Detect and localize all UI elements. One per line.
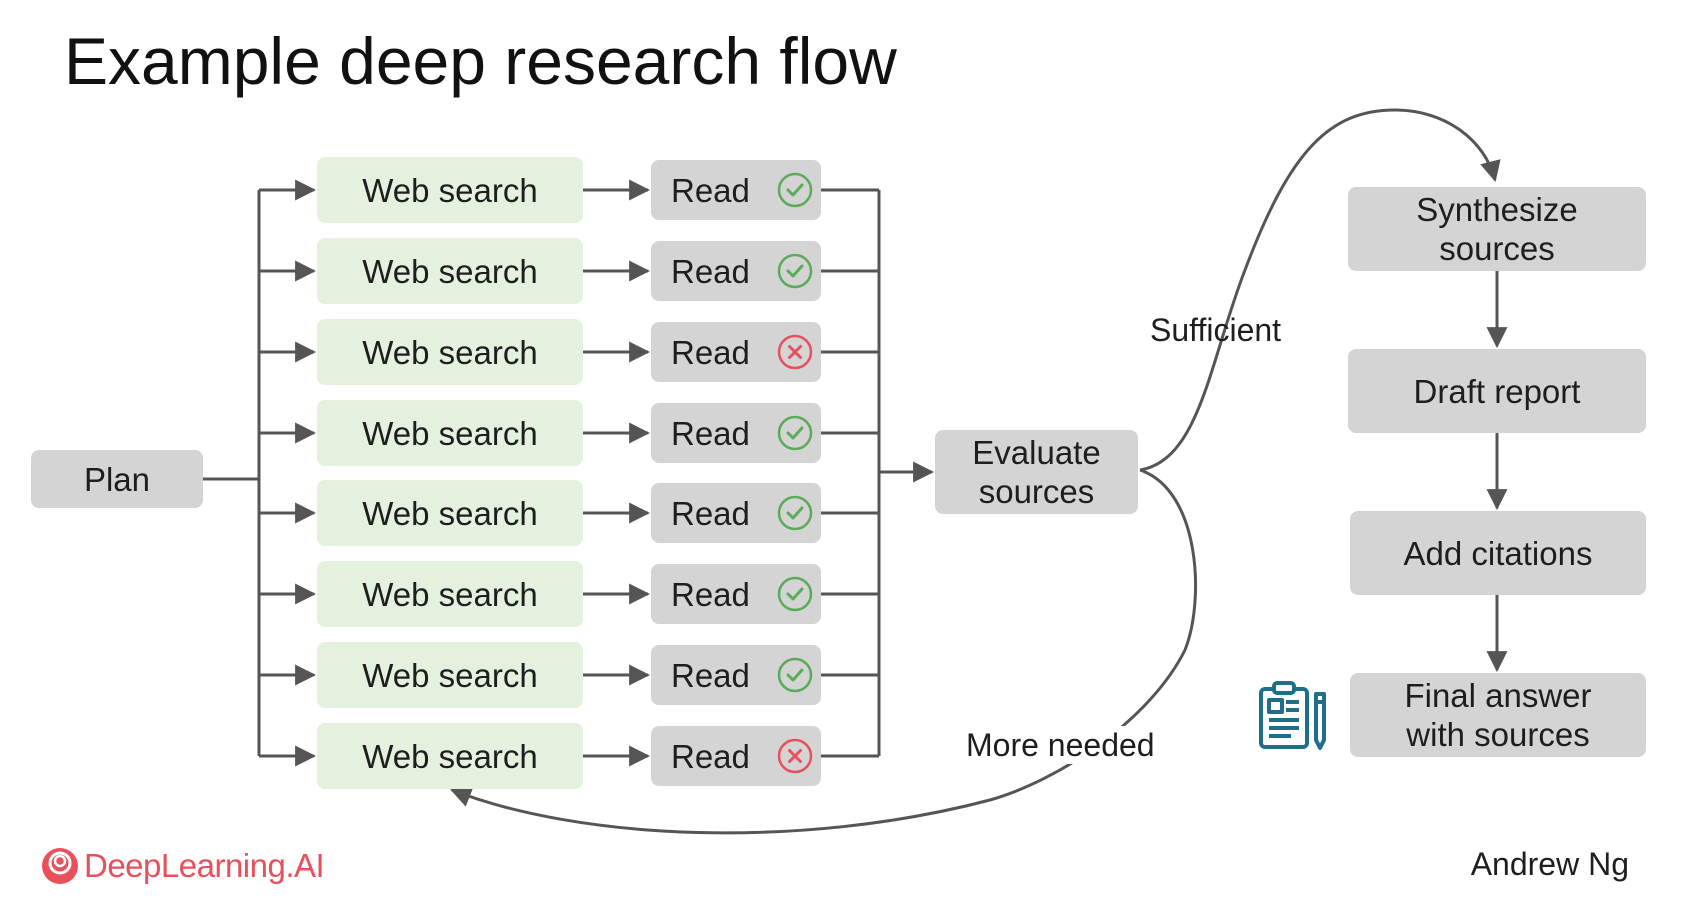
read-label: Read	[671, 414, 750, 452]
web-search-label: Web search	[362, 333, 538, 371]
cross-circle-icon	[777, 738, 813, 774]
check-circle-icon	[777, 415, 813, 451]
read-box: Read	[651, 403, 821, 463]
web-search-label: Web search	[362, 494, 538, 532]
cross-circle-icon	[777, 334, 813, 370]
web-search-box: Web search	[317, 642, 583, 708]
read-label: Read	[671, 252, 750, 290]
read-box: Read	[651, 241, 821, 301]
web-search-label: Web search	[362, 575, 538, 613]
evaluate-label: Evaluate sources	[972, 434, 1101, 510]
read-label: Read	[671, 656, 750, 694]
read-label: Read	[671, 737, 750, 775]
pipeline-step-final-answer: Final answer with sources	[1350, 673, 1646, 757]
web-search-box: Web search	[317, 238, 583, 304]
sufficient-connector	[1139, 108, 1501, 472]
author-name: Andrew Ng	[1470, 846, 1629, 882]
read-box: Read	[651, 483, 821, 543]
brand-logo: DeepLearning.AI	[40, 846, 325, 886]
pipeline-step-label: Final answer with sources	[1404, 677, 1592, 753]
web-search-box: Web search	[317, 319, 583, 385]
read-box: Read	[651, 726, 821, 786]
check-circle-icon	[777, 576, 813, 612]
pipeline-step-draft-report: Draft report	[1348, 349, 1646, 433]
pipeline-step-label: Draft report	[1413, 372, 1581, 410]
web-search-label: Web search	[362, 252, 538, 290]
read-box: Read	[651, 645, 821, 705]
check-circle-icon	[777, 495, 813, 531]
brand-name: DeepLearning.AI	[84, 847, 325, 884]
web-search-box: Web search	[317, 400, 583, 466]
web-search-box: Web search	[317, 561, 583, 627]
evaluate-box: Evaluate sources	[935, 430, 1138, 514]
web-search-box: Web search	[317, 157, 583, 223]
web-search-label: Web search	[362, 414, 538, 452]
web-search-box: Web search	[317, 480, 583, 546]
more-needed-label: More needed	[962, 726, 1159, 764]
pipeline-step-label: Add citations	[1403, 534, 1593, 572]
sufficient-label: Sufficient	[1150, 312, 1282, 348]
web-search-label: Web search	[362, 656, 538, 694]
clipboard-report-icon	[1259, 681, 1326, 750]
slide-title: Example deep research flow	[64, 24, 897, 98]
more-needed-connector	[450, 468, 1198, 835]
read-box: Read	[651, 160, 821, 220]
web-search-box: Web search	[317, 723, 583, 789]
deeplearning-ai-logo-icon	[42, 848, 78, 884]
read-label: Read	[671, 575, 750, 613]
check-circle-icon	[777, 172, 813, 208]
check-circle-icon	[777, 657, 813, 693]
read-label: Read	[671, 171, 750, 209]
plan-box: Plan	[31, 450, 203, 508]
web-search-label: Web search	[362, 171, 538, 209]
check-circle-icon	[777, 253, 813, 289]
pipeline-step-label: Synthesize sources	[1416, 191, 1578, 267]
pipeline-step-add-citations: Add citations	[1350, 511, 1646, 595]
read-label: Read	[671, 333, 750, 371]
web-search-label: Web search	[362, 737, 538, 775]
read-box: Read	[651, 564, 821, 624]
pipeline-step-synthesize: Synthesize sources	[1348, 187, 1646, 271]
read-label: Read	[671, 494, 750, 532]
plan-label: Plan	[83, 460, 151, 498]
read-box: Read	[651, 322, 821, 382]
